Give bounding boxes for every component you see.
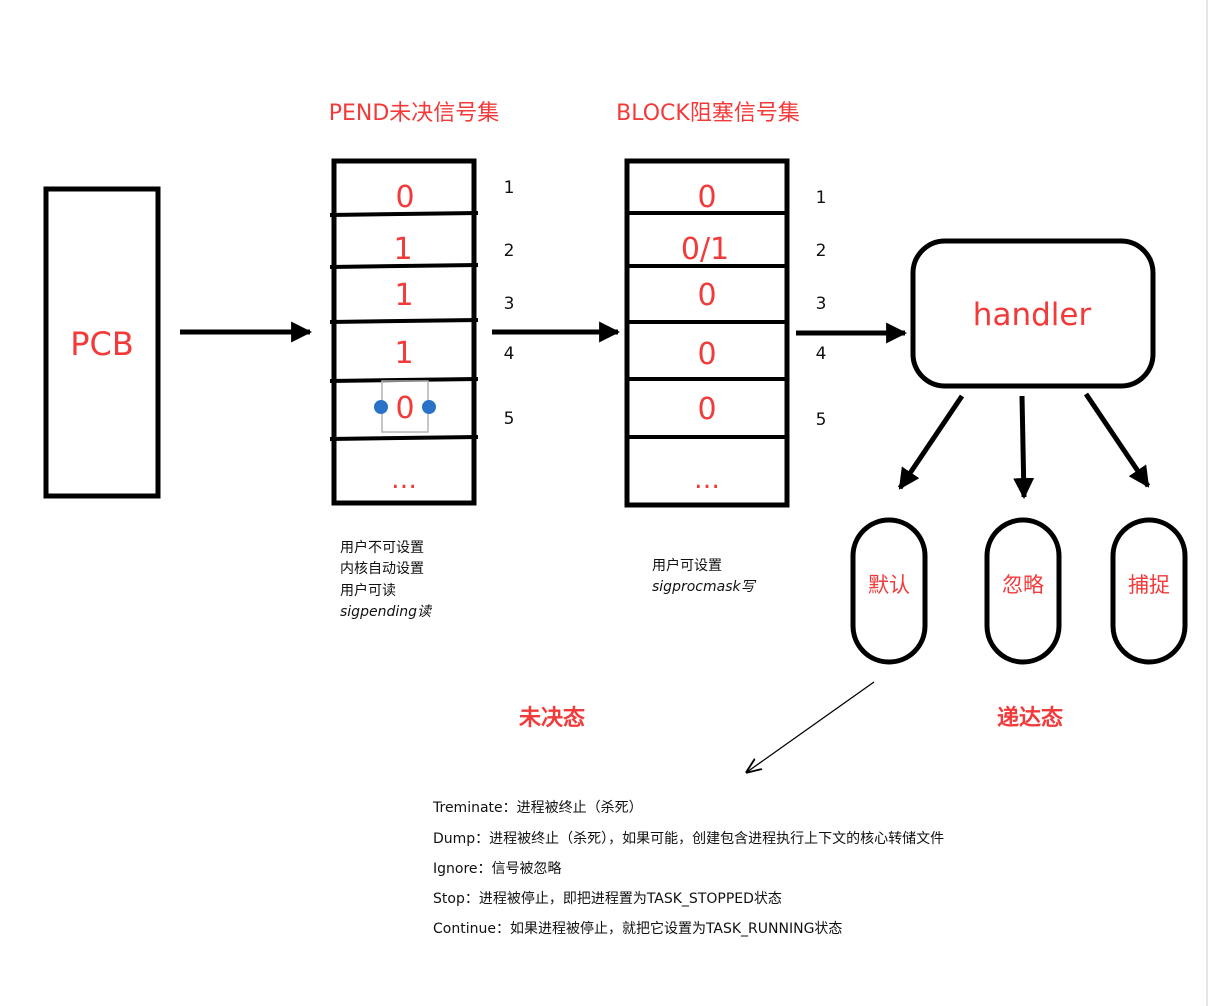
block-index: 4 [816,344,827,364]
action-label: 默认 [868,573,910,597]
action-label: 忽略 [1002,573,1044,597]
block-index: 2 [816,241,827,261]
pcb-box: PCB [43,186,161,499]
default-action-list: Treminate：进程被终止（杀死） Dump：进程被终止（杀死），如果可能，… [432,800,944,937]
pend-row-divider [329,263,479,269]
pend-note: sigpending读 [340,604,433,620]
pend-note: 内核自动设置 [340,561,424,577]
pend-title: PEND未决信号集 [329,101,500,126]
pend-index: 3 [504,294,515,314]
block-notes: 用户可设置 sigprocmask写 [652,557,757,595]
action-ignore: 忽略 [984,517,1062,665]
block-index: 1 [816,188,827,208]
action-catch: 捕捉 [1110,517,1188,665]
arrow-default-to-list [747,681,875,772]
action-default: 默认 [850,517,928,665]
pend-row-divider [329,377,479,383]
handler-label: handler [973,297,1092,333]
block-cell: 0 [697,278,716,313]
state-delivered: 递达态 [997,705,1063,731]
selection-handle-right[interactable] [422,400,436,414]
block-cell: 0/1 [681,232,729,267]
pend-index: 5 [504,409,515,429]
pend-index: 2 [504,241,515,261]
pcb-label: PCB [70,325,134,363]
block-index: 3 [816,294,827,314]
pend-index: 4 [504,344,515,364]
selection-handle-left[interactable] [374,400,388,414]
pend-table [329,158,479,506]
pend-cell: 1 [393,232,412,267]
default-action-item: Dump：进程被终止（杀死），如果可能，创建包含进程执行上下文的核心转储文件 [433,831,944,847]
pend-cell: 1 [394,336,413,371]
pend-row-divider [329,435,479,441]
pend-cell: 1 [394,278,413,313]
pend-notes: 用户不可设置 内核自动设置 用户可读 sigpending读 [340,539,433,620]
pend-cell: 0 [395,391,414,426]
pend-note: 用户不可设置 [340,539,424,556]
arrow-handler-to-default [897,394,965,490]
pend-row-divider [329,318,479,324]
block-title: BLOCK阻塞信号集 [616,101,800,126]
default-action-item: Stop：进程被停止，即把进程置为TASK_STOPPED状态 [433,890,782,907]
block-cell: … [694,465,720,495]
arrow-handler-to-ignore [1013,395,1035,500]
canvas-edge [1206,0,1208,1006]
action-label: 捕捉 [1128,573,1170,597]
selection-box[interactable] [374,380,436,433]
default-action-item: Continue：如果进程被停止，就把它设置为TASK_RUNNING状态 [433,920,842,937]
pend-cell: … [391,465,417,495]
block-cell: 0 [697,180,716,215]
block-table [624,158,790,508]
pend-cell: 0 [395,180,414,215]
handler-box: handler [910,238,1156,389]
block-note: 用户可设置 [652,557,722,574]
block-cell: 0 [697,337,716,372]
pend-row-divider [329,211,479,217]
block-cell: 0 [697,392,716,427]
state-pending: 未决态 [519,705,585,731]
pend-index: 1 [504,178,515,198]
default-action-item: Treminate：进程被终止（杀死） [432,800,643,816]
block-index: 5 [816,410,827,430]
default-action-item: Ignore：信号被忽略 [433,861,562,877]
arrow-handler-to-catch [1083,392,1151,488]
block-note: sigprocmask写 [652,579,757,595]
pend-note: 用户可读 [340,582,396,599]
